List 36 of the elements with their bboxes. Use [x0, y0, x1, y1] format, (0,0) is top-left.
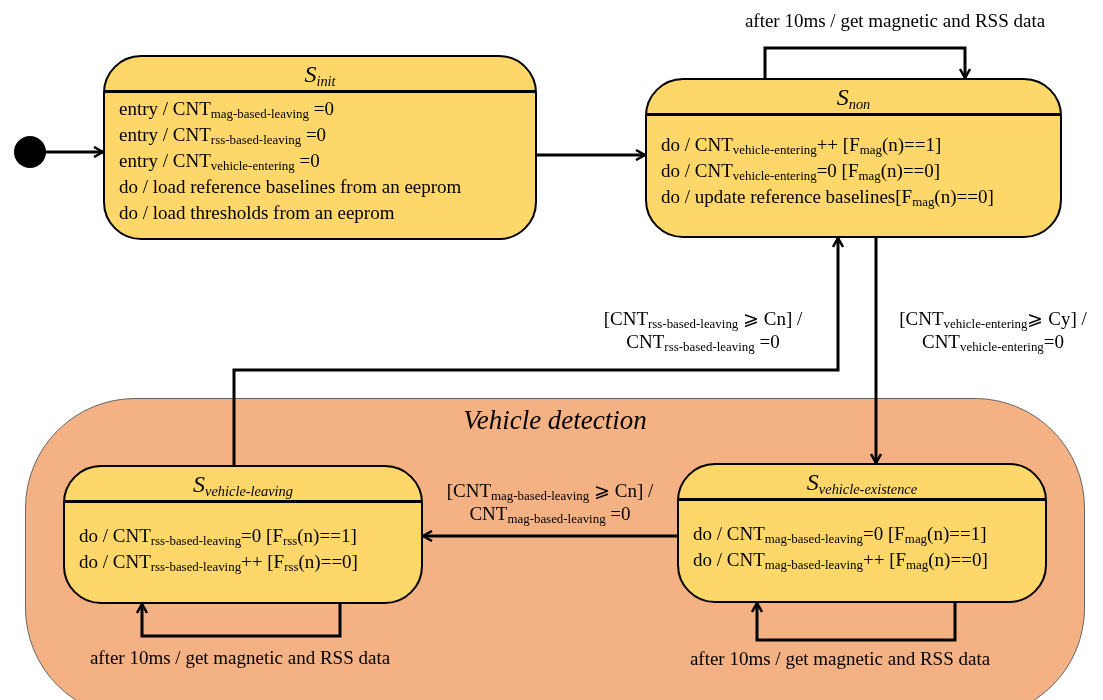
composite-state — [25, 398, 1085, 700]
activity-text: do / CNT$_{mag-based-leaving}$++ [F$_{mag}$(n)==0] — [693, 548, 989, 573]
composite-state-name: Vehicle detection — [463, 405, 647, 436]
activity-text: do / CNT$_{rss-based-leaving}$=0 [F$_{rss}$(n)==1] — [79, 524, 358, 549]
state-box — [677, 463, 1047, 603]
state-name: S$_{init}$ — [304, 61, 336, 86]
activity-text: do / CNT$_{mag-based-leaving}$=0 [F$_{mag}$(n)==1] — [693, 522, 988, 547]
activity-text: entry / CNT$_{vehicle-entering}$ =0 — [119, 149, 321, 174]
initial-state-dot — [14, 136, 46, 168]
state-box — [645, 78, 1062, 238]
edge-label: after 10ms / get magnetic and RSS data — [689, 646, 991, 670]
state-box — [63, 465, 423, 604]
activity-text: entry / CNT$_{mag-based-leaving}$ =0 — [119, 97, 335, 122]
transition-arrow — [46, 145, 105, 159]
edge-label: after 10ms / get magnetic and RSS data — [89, 645, 391, 669]
activity-text: do / CNT$_{vehicle-entering}$=0 [F$_{mag}$(n)==0] — [661, 159, 942, 184]
transition-arrow — [135, 602, 342, 638]
activity-text: do / load thresholds from an eeprom — [119, 201, 396, 225]
activity-text: do / load reference baselines from an eeprom — [119, 175, 463, 199]
activity-text: entry / CNT$_{rss-based-leaving}$ =0 — [119, 123, 328, 148]
transition-arrow — [537, 148, 647, 162]
state-name: S$_{non}$ — [836, 84, 871, 109]
state-box — [103, 55, 537, 240]
transition-arrow — [750, 601, 957, 642]
edge-label: after 10ms / get magnetic and RSS data — [744, 8, 1046, 32]
state-name: S$_{vehicle-existence}$ — [806, 469, 918, 494]
transition-arrow — [421, 529, 677, 543]
edge-label: [CNT$_{mag-based-leaving}$ ⩾ Cn] / CNT$_{mag-based-leaving}$ =0 — [445, 479, 655, 525]
transition-arrow — [232, 236, 845, 465]
edge-label: [CNT$_{rss-based-leaving}$ ⩾ Cn] / CNT$_{rss-based-leaving}$ =0 — [602, 307, 804, 353]
activity-text: do / update reference baselines[F$_{mag}$(n)==0] — [661, 185, 995, 210]
transition-arrow — [763, 46, 972, 80]
activity-text: do / CNT$_{vehicle-entering}$++ [F$_{mag}$(n)==1] — [661, 133, 943, 158]
transition-arrow — [869, 238, 883, 465]
edge-label: [CNT$_{vehicle-entering}$⩾ Cy] / CNT$_{vehicle-entering}$=0 — [898, 307, 1088, 353]
activity-text: do / CNT$_{rss-based-leaving}$++ [F$_{rss}$(n)==0] — [79, 550, 359, 575]
